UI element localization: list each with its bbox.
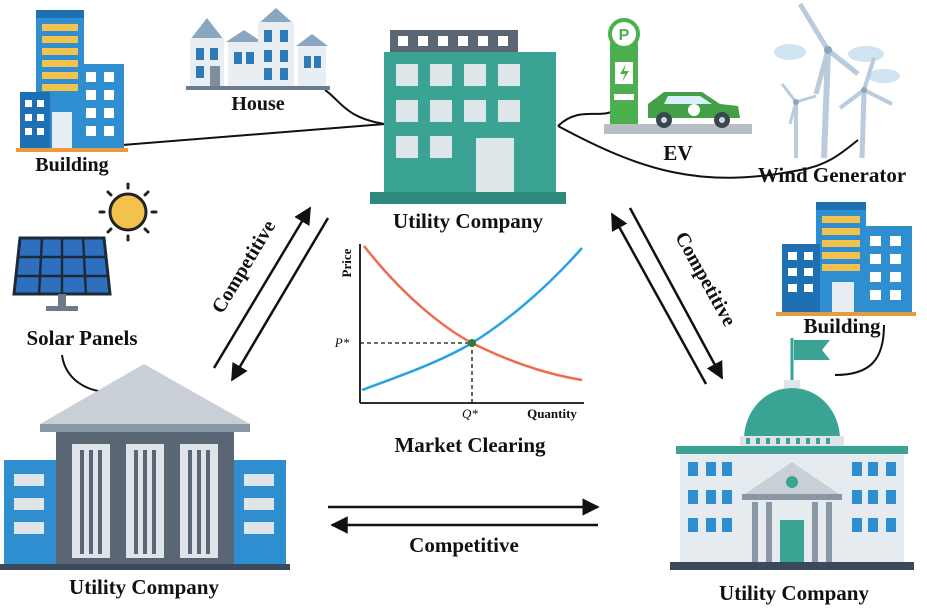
- label-competitive-right: Competitive: [670, 228, 740, 330]
- building-right-illustration: [776, 202, 916, 316]
- label-building-right: Building: [803, 314, 881, 338]
- line-ev-utility: [557, 109, 616, 127]
- label-solar: Solar Panels: [26, 326, 137, 350]
- competitive-arrows-bottom: [328, 498, 600, 534]
- wind-illustration: [774, 2, 900, 159]
- building-top-left-illustration: [16, 10, 128, 152]
- competitive-arrows-right: [610, 207, 724, 385]
- line-house-utility: [324, 89, 386, 125]
- line-solar-utility: [61, 354, 111, 393]
- label-house: House: [231, 93, 284, 115]
- axis-y-label: Price: [339, 248, 354, 277]
- connection-lines: [61, 89, 885, 393]
- line-building-right-utility: [834, 324, 885, 376]
- q-star-tick: Q*: [462, 406, 478, 421]
- solar-panel-illustration: [12, 236, 112, 311]
- sun-icon: [98, 182, 158, 242]
- utility-bottom-right-illustration: [670, 338, 914, 570]
- house-illustration: [186, 8, 330, 90]
- label-competitive-bottom: Competitive: [409, 533, 519, 557]
- utility-bottom-left-illustration: [0, 364, 290, 570]
- p-star-tick: P*: [334, 335, 350, 350]
- utility-top-illustration: [370, 30, 566, 204]
- label-competitive-left: Competitive: [208, 216, 281, 317]
- label-utility-bottom-right: Utility Company: [719, 581, 869, 605]
- label-building-top-left: Building: [35, 154, 108, 176]
- svg-text:P: P: [619, 27, 630, 44]
- equilibrium-point: [468, 339, 476, 347]
- line-building-utility: [109, 123, 386, 147]
- market-clearing-chart: Price Quantity P* Q*: [334, 244, 584, 421]
- line-wind-utility: [557, 125, 859, 179]
- label-wind: Wind Generator: [758, 163, 906, 187]
- supply-curve: [361, 247, 583, 392]
- axis-x-label: Quantity: [527, 406, 577, 421]
- ev-illustration: P: [604, 18, 752, 134]
- label-market-clearing: Market Clearing: [394, 433, 546, 457]
- competitive-arrows-left: [212, 206, 330, 382]
- demand-curve: [363, 245, 583, 382]
- label-utility-bottom-left: Utility Company: [69, 575, 219, 599]
- label-ev: EV: [663, 141, 692, 165]
- label-utility-top: Utility Company: [393, 209, 543, 233]
